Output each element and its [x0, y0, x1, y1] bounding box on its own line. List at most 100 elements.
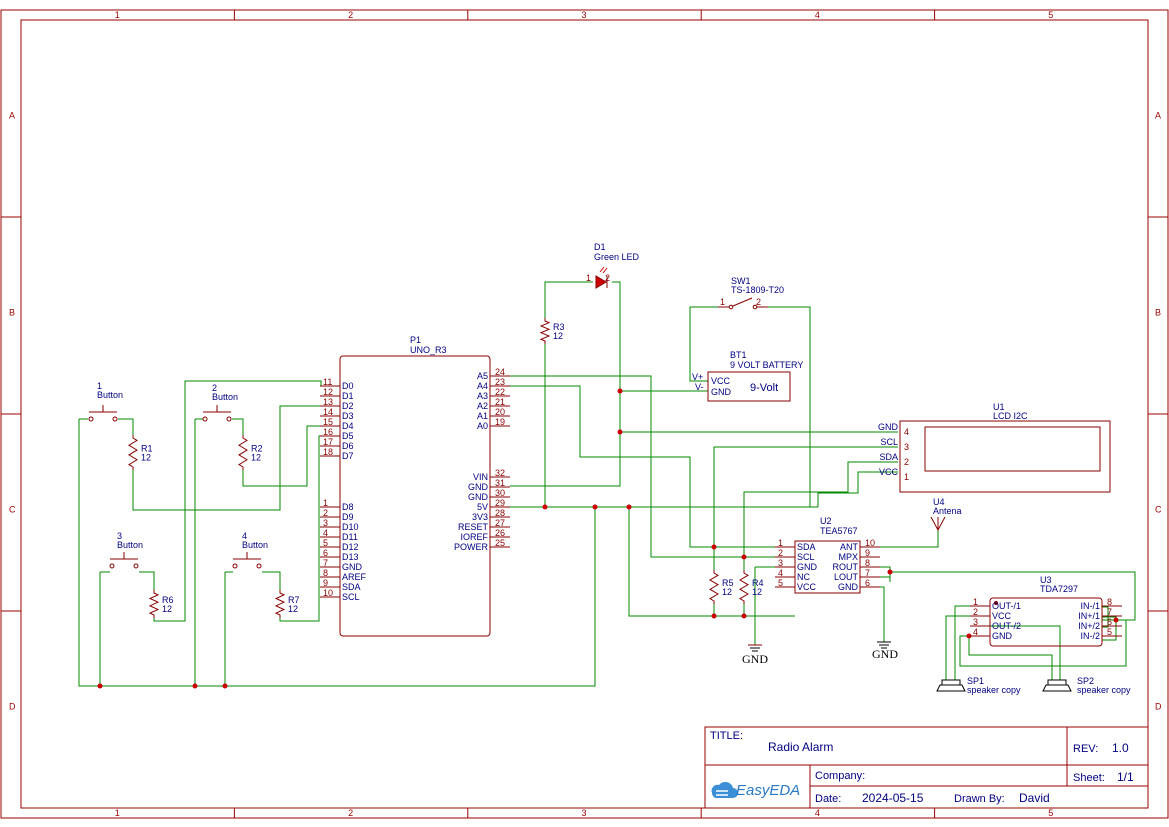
- r6-value: 12: [162, 604, 172, 614]
- svg-text:LOUT: LOUT: [834, 572, 859, 582]
- button-4-value: Button: [242, 540, 268, 550]
- d1-ref: D1: [594, 242, 606, 252]
- title-block: TITLE: Radio Alarm REV: 1.0 Company: She…: [704, 726, 1149, 809]
- sheet-value: 1/1: [1117, 770, 1134, 784]
- svg-text:IN-/1: IN-/1: [1080, 601, 1100, 611]
- svg-text:8: 8: [865, 558, 870, 568]
- bt1-pin-vcc: VCC: [711, 376, 731, 386]
- button-1: 1 Button: [88, 381, 123, 422]
- svg-text:13: 13: [323, 397, 333, 407]
- column-marker-top: 5: [1048, 10, 1053, 20]
- r2-value: 12: [251, 453, 261, 463]
- svg-text:3: 3: [323, 518, 328, 528]
- button-2-value: Button: [212, 392, 238, 402]
- column-marker-bottom: 2: [348, 808, 353, 818]
- svg-text:D8: D8: [342, 502, 354, 512]
- u2-pin-6: 6 GND: [838, 578, 880, 592]
- svg-text:6: 6: [865, 578, 870, 588]
- svg-text:31: 31: [495, 478, 505, 488]
- svg-text:5: 5: [778, 578, 783, 588]
- svg-text:4: 4: [778, 568, 783, 578]
- svg-text:1: 1: [973, 597, 978, 607]
- r1-value: 12: [141, 453, 151, 463]
- d1-pin2: 2: [605, 273, 610, 283]
- ground-symbol-2: GND: [872, 641, 898, 661]
- svg-text:6: 6: [1107, 617, 1112, 627]
- sp2-ref: SP2: [1077, 676, 1094, 686]
- svg-text:25: 25: [495, 538, 505, 548]
- junction-dot: [711, 613, 717, 619]
- svg-text:GND: GND: [468, 482, 489, 492]
- svg-text:OUT-/2: OUT-/2: [992, 621, 1021, 631]
- svg-text:IOREF: IOREF: [460, 532, 488, 542]
- svg-text:4: 4: [904, 427, 909, 437]
- junction-dot: [97, 683, 103, 689]
- svg-text:NC: NC: [797, 572, 810, 582]
- u3-value: TDA7297: [1040, 584, 1078, 594]
- junction-dot: [592, 504, 598, 510]
- svg-text:GND: GND: [838, 582, 859, 592]
- svg-text:GND: GND: [797, 562, 818, 572]
- svg-text:A2: A2: [477, 401, 488, 411]
- u3-pin-3: 3 OUT-/2: [970, 617, 1021, 631]
- svg-text:1: 1: [323, 498, 328, 508]
- svg-text:A5: A5: [477, 371, 488, 381]
- svg-text:D1: D1: [342, 391, 354, 401]
- button-1-ref: 1: [97, 381, 102, 391]
- row-marker-left: C: [9, 505, 16, 515]
- svg-text:IN+/1: IN+/1: [1078, 611, 1100, 621]
- svg-text:3: 3: [904, 442, 909, 452]
- p1-pin-24: 24 A5: [477, 367, 510, 381]
- r7-ref: R7: [288, 595, 300, 605]
- u3-pin-2: 2 VCC: [970, 607, 1012, 621]
- bt1-body-label: 9-Volt: [750, 382, 778, 394]
- svg-text:ROUT: ROUT: [833, 562, 859, 572]
- u3-pin-6: 6IN+/2: [1078, 617, 1122, 631]
- button-1-value: Button: [97, 390, 123, 400]
- svg-text:2: 2: [973, 607, 978, 617]
- p1-value: UNO_R3: [410, 345, 447, 355]
- svg-text:AREF: AREF: [342, 572, 367, 582]
- svg-text:D3: D3: [342, 411, 354, 421]
- row-marker-right: B: [1155, 308, 1161, 318]
- svg-text:19: 19: [495, 417, 505, 427]
- svg-text:10: 10: [865, 538, 875, 548]
- svg-text:24: 24: [495, 367, 505, 377]
- svg-text:4: 4: [323, 528, 328, 538]
- junction-dot: [617, 388, 623, 394]
- title-label: TITLE:: [710, 730, 743, 742]
- svg-text:4: 4: [973, 627, 978, 637]
- svg-text:29: 29: [495, 498, 505, 508]
- svg-text:7: 7: [1107, 607, 1112, 617]
- svg-text:3: 3: [973, 617, 978, 627]
- svg-text:D2: D2: [342, 401, 354, 411]
- svg-text:GND: GND: [342, 562, 363, 572]
- drawing-title: Radio Alarm: [768, 740, 833, 754]
- r2-ref: R2: [251, 444, 263, 454]
- svg-text:ANT: ANT: [840, 542, 859, 552]
- svg-text:15: 15: [323, 417, 333, 427]
- button-4: 4 Button: [232, 531, 268, 569]
- wires: [78, 281, 1136, 687]
- row-marker-left: D: [9, 702, 16, 712]
- svg-text:VCC: VCC: [992, 611, 1012, 621]
- row-marker-right: A: [1155, 111, 1161, 121]
